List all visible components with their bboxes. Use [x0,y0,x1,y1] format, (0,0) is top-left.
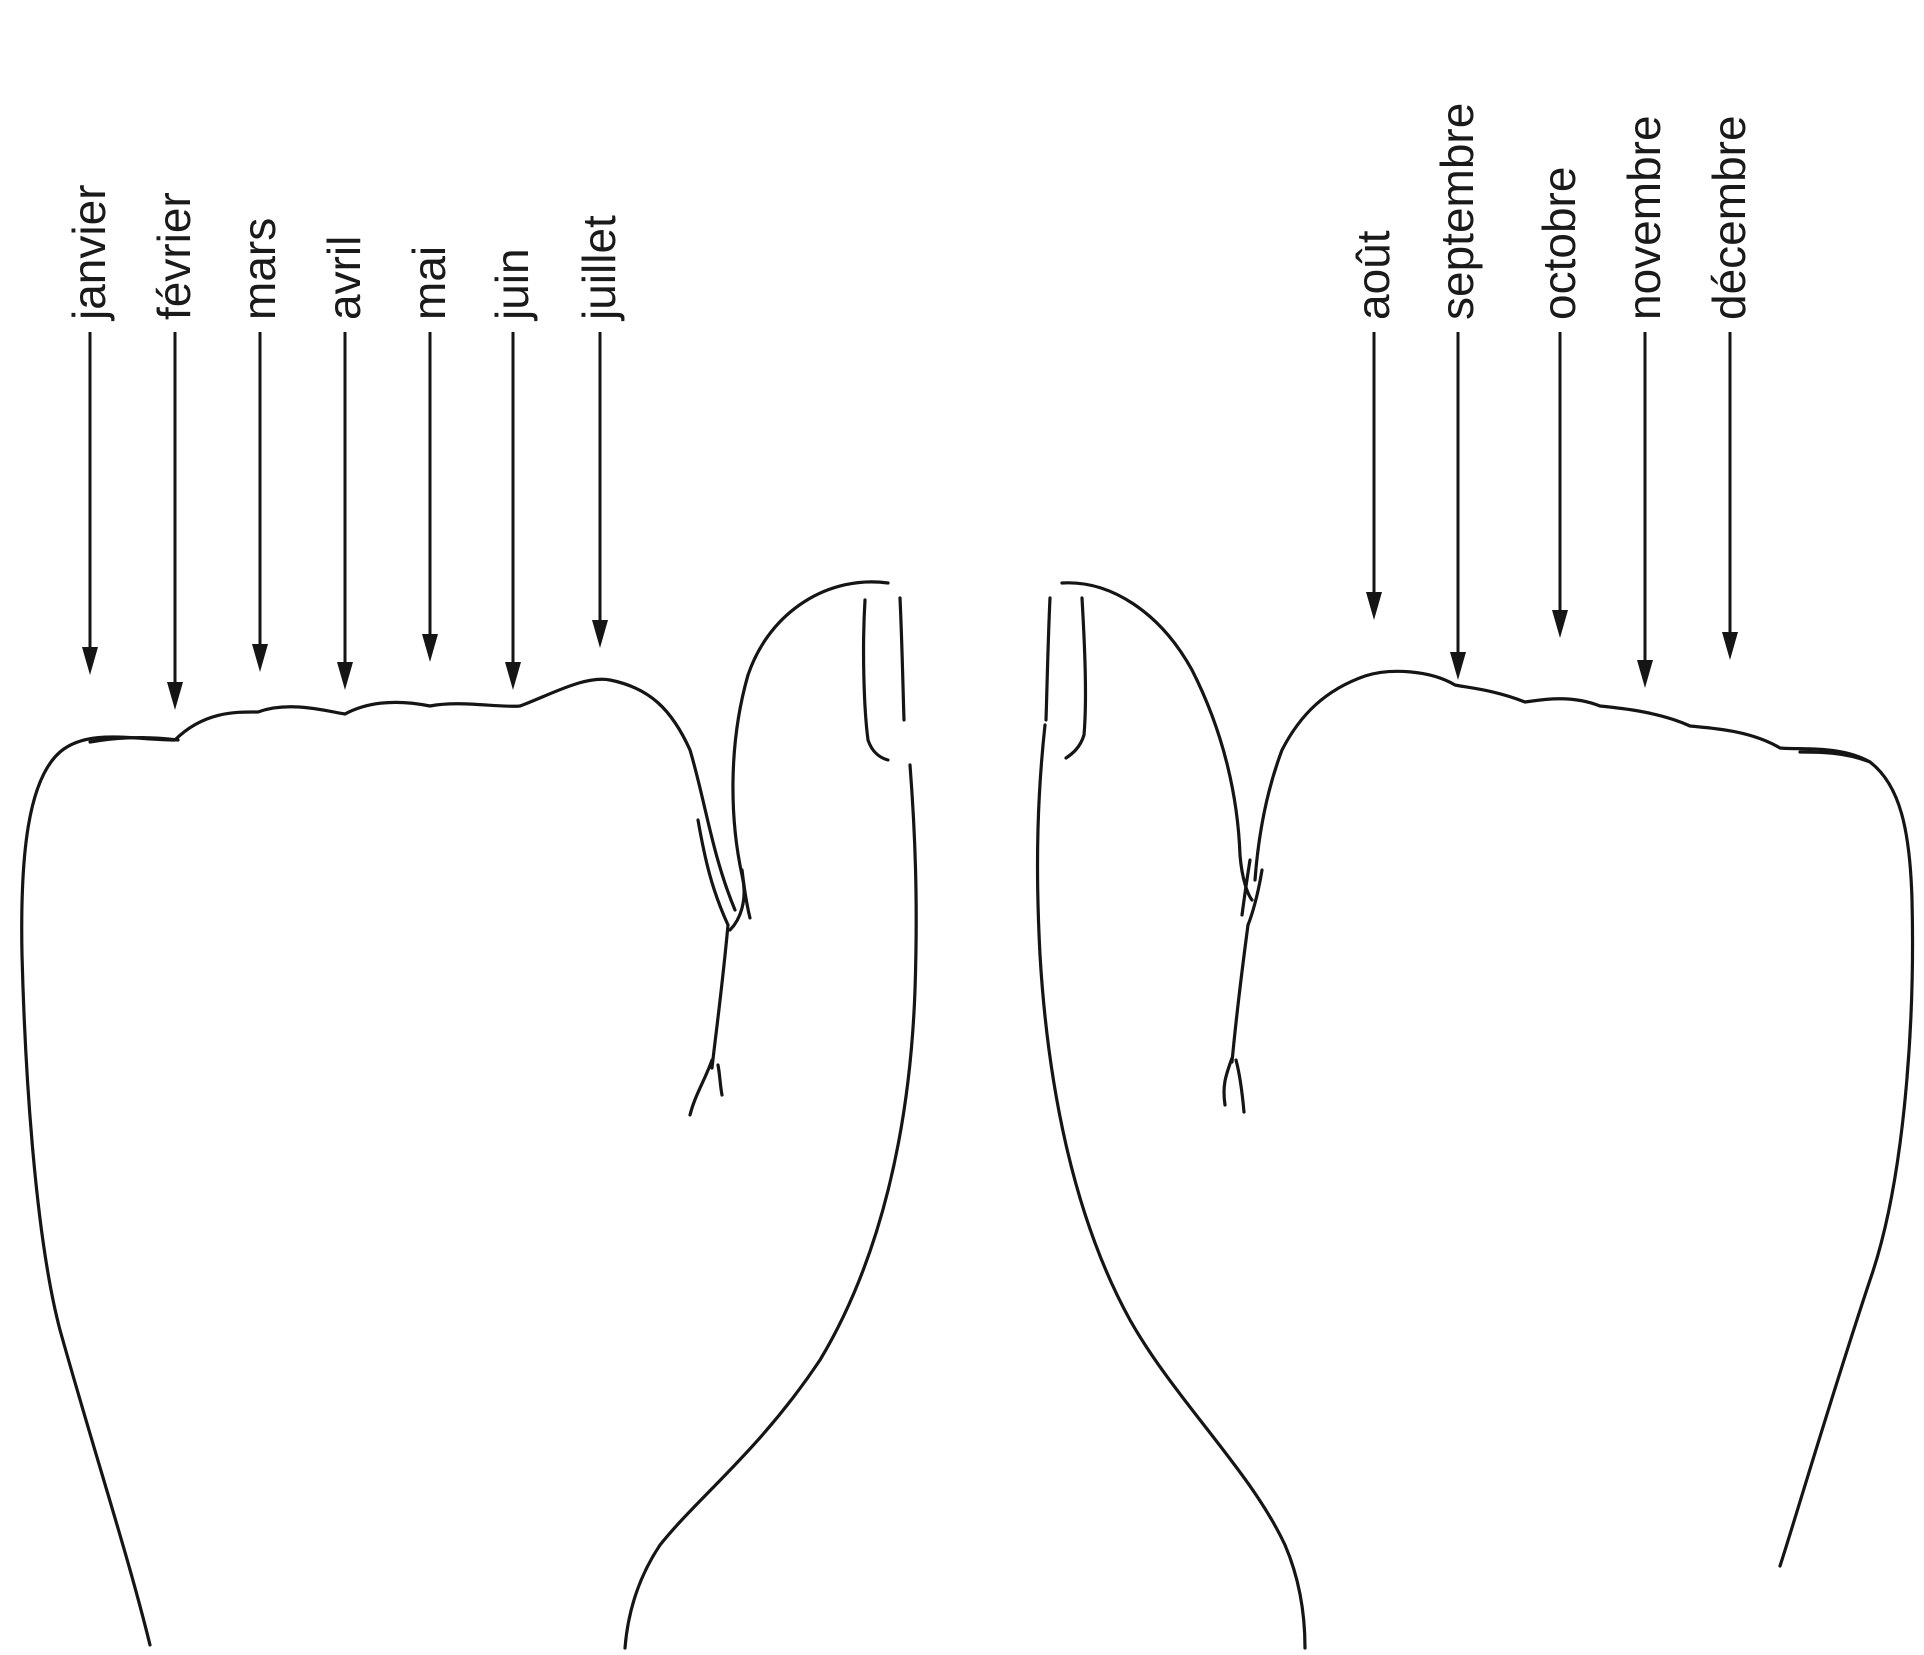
month-label: janvier [63,184,115,322]
month-label: mars [233,218,285,320]
left-month-5: juin [486,248,538,690]
month-label: octobre [1533,167,1585,320]
month-label: août [1347,230,1399,320]
left-month-3: avril [318,236,370,690]
right-month-4: décembre [1703,115,1755,660]
arrow-down-icon [82,647,98,675]
right-month-1: septembre [1431,103,1483,680]
right-thumb-outline [1062,583,1252,900]
right-thumb-nail-edge [1046,598,1050,720]
right-thumb-crease [1242,860,1262,925]
right-fist-outline [1255,671,1913,1566]
left-thumb-nail [864,600,888,760]
arrow-down-icon [1450,652,1466,680]
left-wrist-crease [690,925,728,1115]
arrow-down-icon [592,620,608,648]
arrow-down-icon [252,644,268,672]
right-month-2: octobre [1533,167,1585,638]
right-month-3: novembre [1618,115,1670,688]
month-label: février [148,192,200,320]
left-month-0: janvier [63,184,115,675]
month-label: décembre [1703,115,1755,320]
arrow-down-icon [1366,592,1382,620]
month-label: avril [318,236,370,320]
month-label: juin [486,248,538,322]
right-hand-month-labels: août septembre octobre novembre décembre [1347,103,1755,688]
arrow-down-icon [1637,660,1653,688]
month-label: novembre [1618,115,1670,320]
right-month-0: août [1347,230,1399,620]
arrow-down-icon [167,682,183,710]
month-label: septembre [1431,103,1483,320]
right-knuckle-ridge [1800,752,1870,762]
right-thumb-nail [1066,598,1085,758]
arrow-down-icon [505,662,521,690]
arrow-down-icon [422,634,438,662]
month-label: juillet [573,215,625,322]
arrow-down-icon [1722,632,1738,660]
left-month-2: mars [233,218,285,672]
left-month-6: juillet [573,215,625,648]
arrow-down-icon [337,662,353,690]
left-thumb-nail-edge [900,598,904,720]
left-month-1: février [148,192,200,710]
right-hand [1038,583,1913,1648]
arrow-down-icon [1552,610,1568,638]
left-fist-outline [22,679,735,1645]
left-hand [22,582,916,1648]
left-month-4: mai [403,246,455,662]
right-thumb-underside [1038,725,1305,1648]
month-label: mai [403,246,455,320]
left-thumb-underside [625,765,916,1648]
right-wrist-crease [1224,925,1248,1112]
